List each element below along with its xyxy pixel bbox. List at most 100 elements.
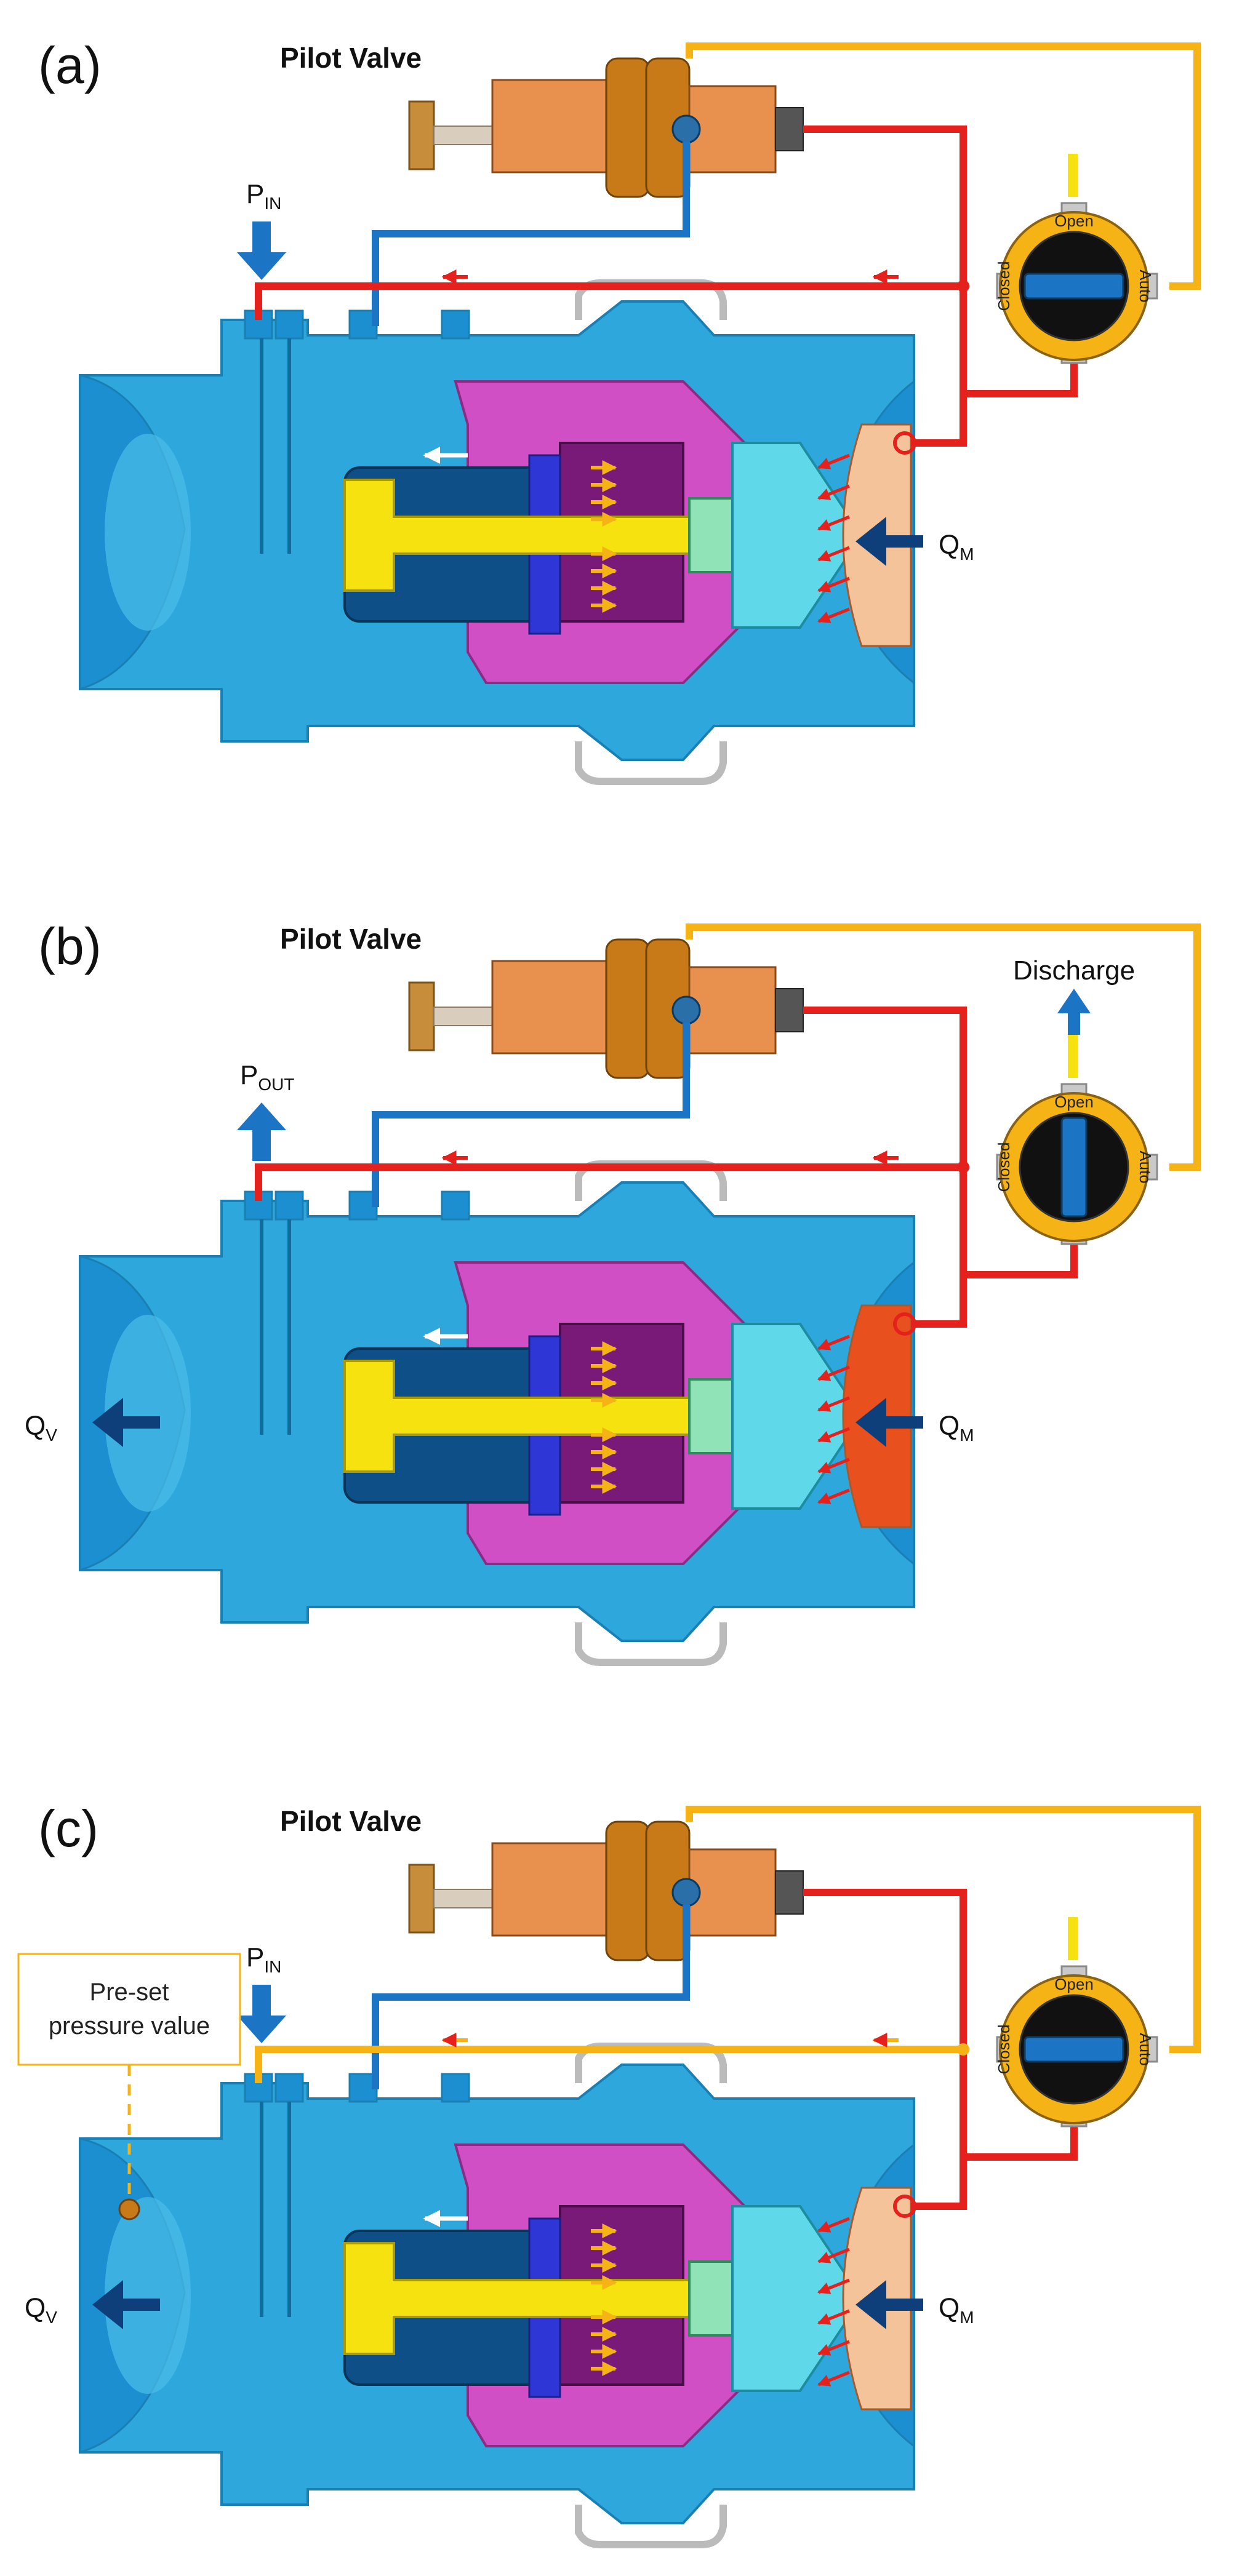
internal-chamber <box>343 380 912 684</box>
pressure-label: PIN <box>246 1942 281 1976</box>
pilot-port <box>671 114 701 144</box>
inlet-flow-label: QM <box>939 2293 974 2327</box>
pilot-cap <box>775 988 804 1032</box>
junction <box>957 2043 969 2056</box>
return-line <box>686 923 1201 1171</box>
knob-indicator <box>1068 1917 1078 1960</box>
pilot-body-left <box>491 79 617 173</box>
junction <box>957 1161 969 1173</box>
seat-pressure-arrow <box>817 1334 850 1350</box>
knob-indicator <box>1068 154 1078 197</box>
return-line <box>686 1806 1201 2053</box>
pilot-port <box>671 1878 701 1907</box>
port-boss <box>274 1190 304 1221</box>
bottom-bracket <box>575 1622 727 1666</box>
inlet-flow-label-main: Q <box>939 530 960 560</box>
inlet-flow-arrow <box>855 1398 923 1447</box>
inlet-flow-arrow <box>855 517 923 566</box>
pilot-valve-title: Pilot Valve <box>280 1805 422 1837</box>
pilot-supply-line <box>803 1889 967 2049</box>
bottom-bracket <box>575 2505 727 2548</box>
knob-open-label: Open <box>1054 1975 1094 1993</box>
outlet-flow-label: QV <box>25 1411 57 1445</box>
port-boss <box>274 309 304 340</box>
pilot-screw <box>433 126 493 145</box>
discharge-arrow <box>1057 989 1091 1035</box>
pilot-valve <box>408 1820 804 1961</box>
pilot-sense-line <box>372 1023 690 1207</box>
outlet-flow-arrow <box>92 1398 160 1447</box>
pilot-flange-left <box>605 938 651 1079</box>
port-boss <box>441 309 470 340</box>
junction <box>957 280 969 292</box>
callout-line1: Pre-set <box>90 1979 169 2006</box>
inlet-flow-label-main: Q <box>939 2293 960 2323</box>
seat-pressure-arrow <box>817 576 850 592</box>
outlet-flow-label-sub: V <box>46 1426 57 1445</box>
seat-pressure-arrow <box>817 484 850 500</box>
knob-open-label: Open <box>1054 1093 1094 1111</box>
knob-closed-label: Closed <box>995 2025 1013 2075</box>
seat-pressure-arrow <box>817 2371 850 2387</box>
inlet-tap <box>893 2195 916 2218</box>
seat-pressure-arrow <box>817 1427 850 1443</box>
inner-channel <box>260 2102 291 2317</box>
inner-channel <box>260 1219 291 1435</box>
pressure-arrow-down <box>237 221 286 280</box>
seat-pressure-arrow <box>817 2247 850 2263</box>
inlet-tap <box>893 1312 916 1336</box>
seat-pressure-arrow <box>817 2217 850 2233</box>
pilot-screw <box>433 1007 493 1026</box>
inlet-flow-label-sub: M <box>960 544 974 564</box>
pilot-cap <box>775 107 804 151</box>
discharge-label: Discharge <box>1013 955 1135 986</box>
seat-pressure-arrow <box>817 453 850 469</box>
inlet-tap-line <box>911 2049 967 2210</box>
knob-closed-label: Closed <box>995 1142 1013 1192</box>
seat-pressure-arrow <box>817 607 850 623</box>
pressure-label-main: P <box>240 1060 258 1090</box>
pilot-screw <box>433 1889 493 1908</box>
knob-lever <box>1060 1117 1088 1218</box>
knob-lever <box>1024 273 1124 300</box>
main-control-line <box>255 2046 963 2083</box>
outlet-flow-label-main: Q <box>25 1411 46 1441</box>
pilot-sense-line <box>372 142 690 326</box>
inlet-flow-label: QM <box>939 530 974 564</box>
callout-point <box>118 2198 140 2220</box>
callout-line2: pressure value <box>49 2012 210 2040</box>
inlet-tap-line <box>911 1167 967 1328</box>
panel-label: (a) <box>38 36 102 94</box>
pilot-knob <box>408 1864 435 1934</box>
seat-pressure-arrow <box>817 2309 850 2325</box>
pressure-label-main: P <box>246 1942 264 1972</box>
pressure-label-sub: IN <box>264 194 281 213</box>
pilot-sense-line <box>372 1905 690 2089</box>
seat-pressure-arrow <box>817 546 850 562</box>
outlet-flow-arrow <box>92 2280 160 2329</box>
return-line <box>686 42 1201 290</box>
pilot-valve-title: Pilot Valve <box>280 42 422 74</box>
panel-label: (b) <box>38 917 102 975</box>
pilot-cap <box>775 1870 804 1915</box>
seat-pressure-arrow <box>817 2340 850 2356</box>
pressure-label: PIN <box>246 179 281 213</box>
pilot-body-right <box>688 1848 777 1937</box>
pilot-supply-line <box>803 126 967 286</box>
seat-pressure-arrow <box>817 1365 850 1381</box>
pilot-knob <box>408 100 435 170</box>
pilot-valve <box>408 938 804 1079</box>
bottom-bracket <box>575 741 727 785</box>
outlet-flow-label: QV <box>25 2293 57 2327</box>
pilot-port <box>671 995 701 1025</box>
port-boss <box>274 2073 304 2103</box>
pilot-knob <box>408 981 435 1051</box>
internal-chamber <box>343 2143 912 2447</box>
pilot-flange-left <box>605 57 651 198</box>
